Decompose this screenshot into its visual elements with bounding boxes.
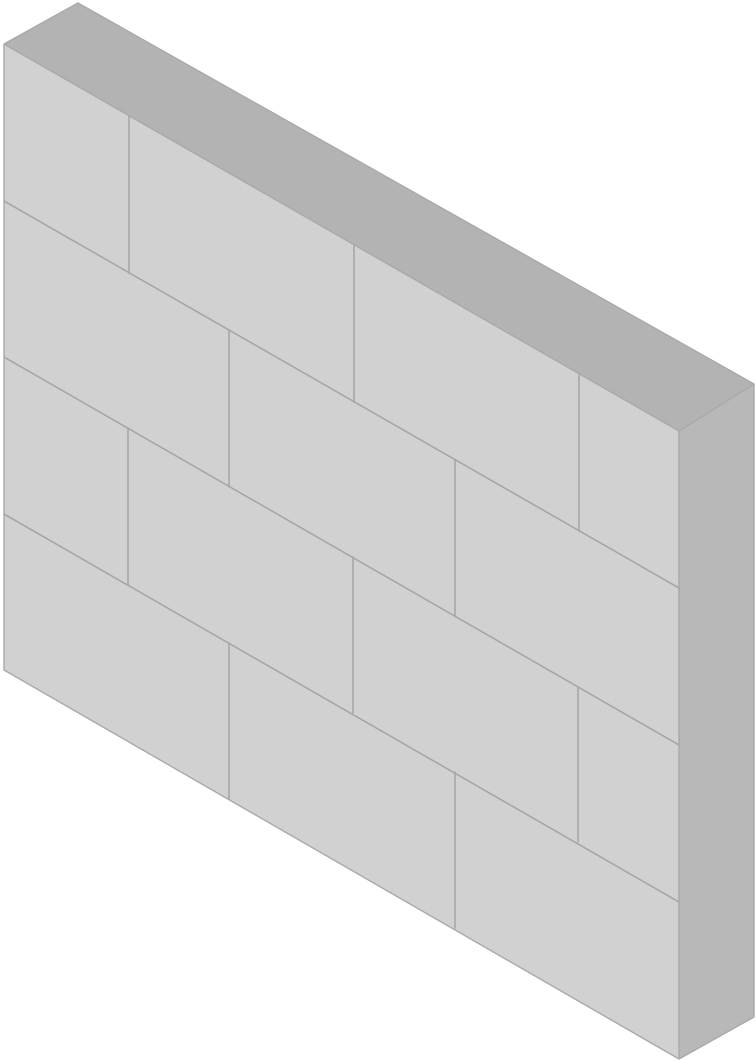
- wall-edges: [3, 2, 755, 1060]
- horizontal-seam-3: [3, 513, 680, 903]
- wall-top-face: [4, 3, 754, 431]
- top-outline: [3, 2, 755, 432]
- wall-side-face: [679, 384, 754, 1059]
- horizontal-seam-1: [3, 200, 680, 589]
- side-outline: [678, 384, 755, 1060]
- brick-seams: [3, 115, 680, 929]
- horizontal-seam-2: [3, 356, 680, 746]
